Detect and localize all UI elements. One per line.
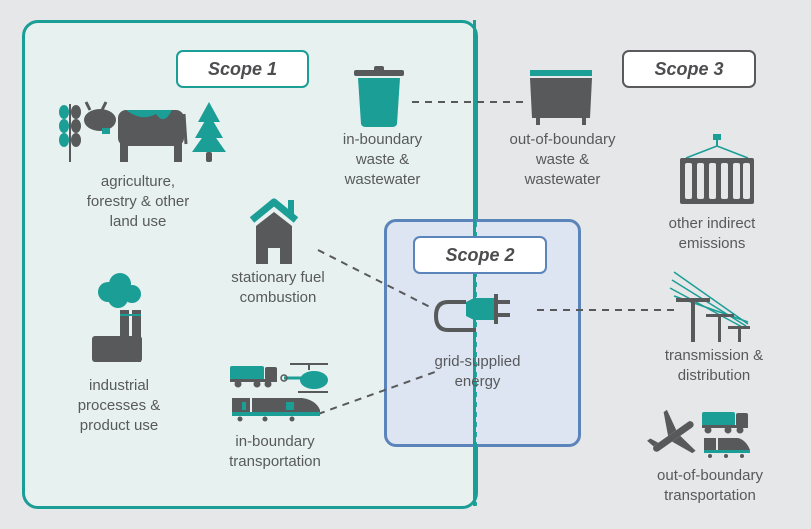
- industrial-caption: industrial processes & product use: [77, 377, 161, 434]
- helicopter-icon: [280, 363, 328, 393]
- scope1-label: Scope 1: [176, 50, 309, 88]
- airplane-icon: [647, 409, 696, 454]
- wheat-icon: [59, 104, 81, 162]
- train-icon: [704, 438, 750, 458]
- truck-icon: [702, 412, 748, 434]
- train-icon: [232, 398, 320, 422]
- out-of-boundary-transport-icons: [647, 409, 750, 458]
- scope3-label: Scope 3: [622, 50, 756, 88]
- cow-icon: [84, 101, 188, 162]
- trash-bin-icon: [354, 66, 404, 127]
- agriculture-caption: agriculture, forestry & other land use: [86, 173, 190, 230]
- dumpster-icon: [530, 70, 592, 125]
- agriculture-icons: [59, 101, 226, 162]
- plug-icon: [433, 294, 510, 332]
- stationary-grid-connector: [317, 249, 433, 309]
- power-lines-icon: [669, 271, 750, 342]
- tree-icon: [192, 102, 226, 162]
- out-of-boundary-transport-caption: out-of-boundary transportation: [657, 467, 763, 504]
- in-boundary-transport-caption: in-boundary transportation: [229, 433, 321, 470]
- factory-icon: [92, 273, 142, 362]
- out-of-boundary-waste-caption: out-of-boundary waste & wastewater: [509, 131, 616, 188]
- other-indirect-caption: other indirect emissions: [668, 215, 756, 252]
- house-icon: [249, 198, 299, 264]
- stationary-caption: stationary fuel combustion: [231, 269, 325, 306]
- grid-energy-caption: grid-supplied energy: [434, 353, 521, 390]
- truck-icon: [230, 366, 277, 388]
- transport-grid-connector: [317, 371, 436, 415]
- shipping-container-icon: [680, 134, 754, 204]
- scope2-label: Scope 2: [413, 236, 547, 274]
- in-boundary-waste-caption: in-boundary waste & wastewater: [342, 131, 423, 188]
- transmission-caption: transmission & distribution: [664, 347, 764, 384]
- in-boundary-transport-icons: [230, 363, 328, 422]
